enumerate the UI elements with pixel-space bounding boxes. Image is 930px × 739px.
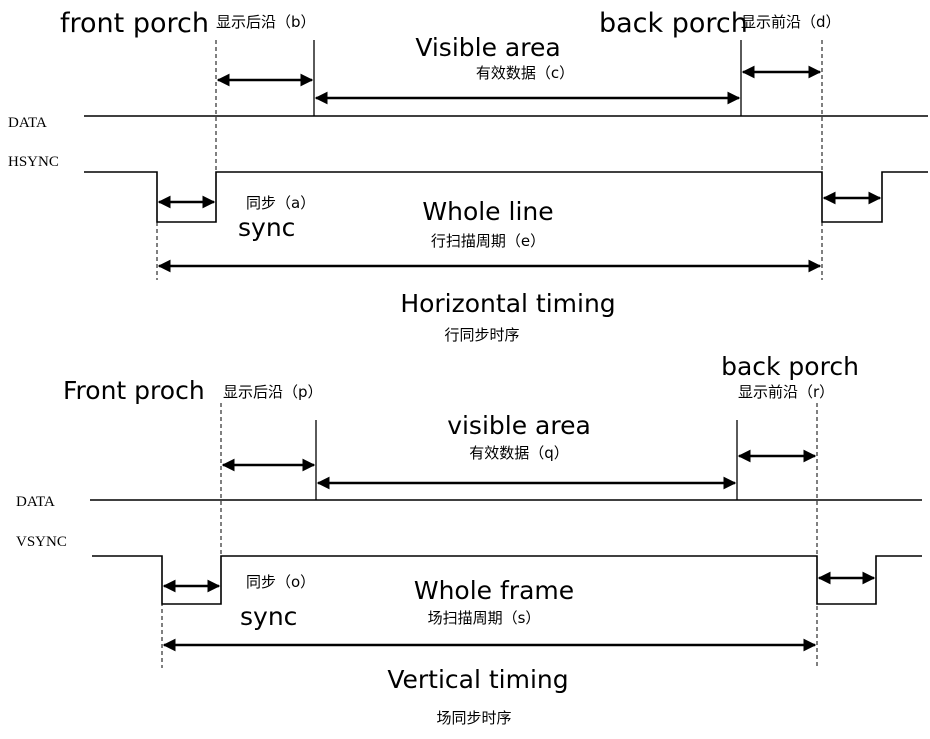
v-timing-title-cn: 场同步时序 <box>436 709 511 727</box>
v-sync-cn: 同步（o） <box>246 573 315 591</box>
h-visible-area-cn: 有效数据（c） <box>476 64 574 82</box>
v-whole-frame-cn: 场扫描周期（s） <box>428 609 541 627</box>
v-sync-signal-label: VSYNC <box>16 534 67 550</box>
h-front-porch-cn: 显示后沿（b） <box>216 13 316 31</box>
h-timing-title: Horizontal timing <box>400 289 615 318</box>
v-front-porch-cn: 显示后沿（p） <box>223 383 323 401</box>
hsync-waveform <box>84 171 928 223</box>
v-visible-area-cn: 有效数据（q） <box>469 444 569 462</box>
v-back-porch-label: back porch <box>721 352 859 381</box>
v-front-porch-label: Front proch <box>63 376 205 405</box>
v-back-porch-cn: 显示前沿（r） <box>738 383 834 401</box>
v-timing-title: Vertical timing <box>387 665 568 694</box>
h-sync-signal-label: HSYNC <box>8 154 59 170</box>
h-whole-line-label: Whole line <box>422 197 553 226</box>
h-whole-line-cn: 行扫描周期（e） <box>431 232 545 250</box>
h-back-porch-label: back porch <box>599 8 748 39</box>
v-sync-label: sync <box>240 602 297 631</box>
h-timing-title-cn: 行同步时序 <box>444 326 519 344</box>
h-sync-cn: 同步（a） <box>246 194 315 212</box>
v-data-signal-label: DATA <box>16 494 55 510</box>
vsync-waveform <box>92 555 922 605</box>
v-visible-area-label: visible area <box>447 411 591 440</box>
horizontal-timing-section: front porch 显示后沿（b） back porch 显示前沿（d） V… <box>8 8 928 344</box>
vertical-timing-section: back porch 显示前沿（r） Front proch 显示后沿（p） v… <box>16 352 922 727</box>
h-front-porch-label: front porch <box>60 8 209 39</box>
h-data-signal-label: DATA <box>8 115 47 131</box>
h-sync-label: sync <box>238 213 295 242</box>
h-visible-area-label: Visible area <box>415 33 560 62</box>
h-back-porch-cn: 显示前沿（d） <box>741 13 841 31</box>
v-whole-frame-label: Whole frame <box>414 576 574 605</box>
